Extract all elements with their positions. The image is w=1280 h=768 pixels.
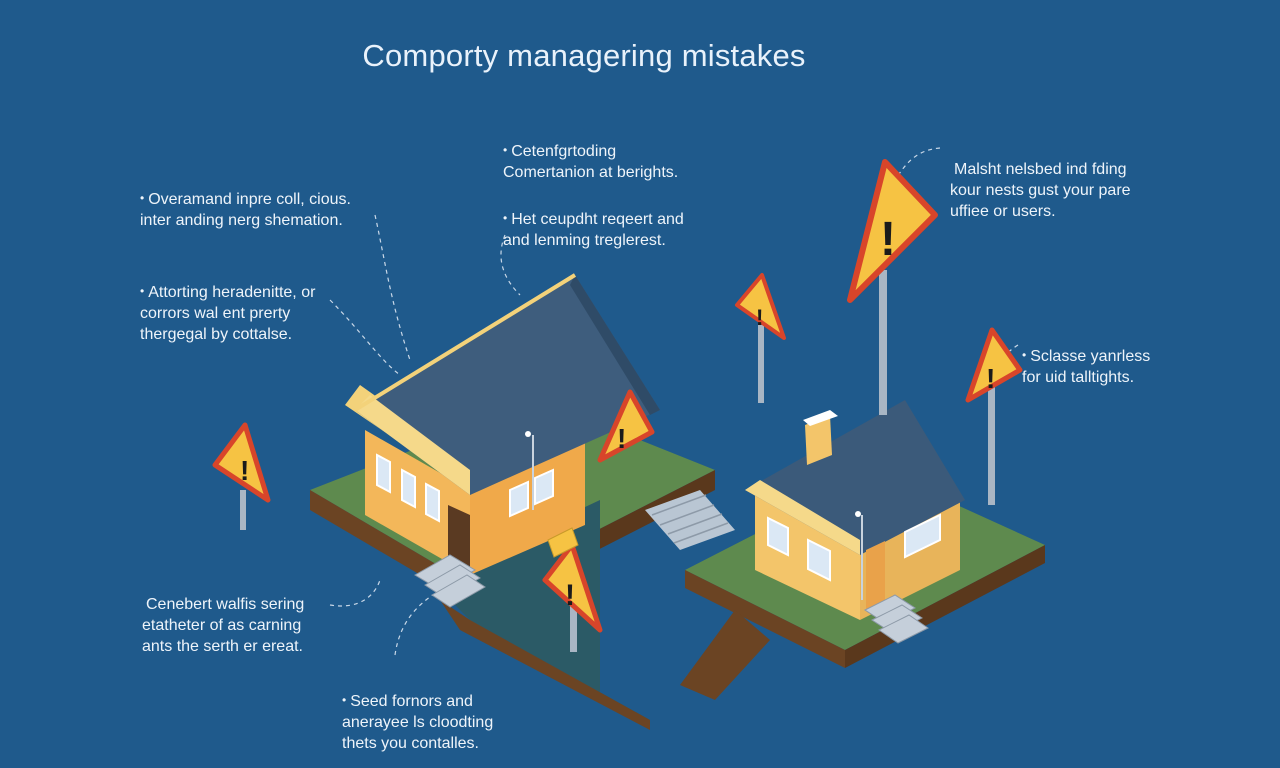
leader-line-6 xyxy=(329,579,381,607)
note-8-text: Seed fornors and anerayee ls cloodting t… xyxy=(342,693,494,752)
leader-line-3 xyxy=(500,234,521,296)
warning-sign-icon: ! xyxy=(542,542,603,652)
note-3-text: Cetenfgrtoding Comertanion at berights. xyxy=(503,143,679,181)
svg-text:!: ! xyxy=(565,579,575,612)
note-4-bullet: • xyxy=(503,211,508,225)
note-4-text: Het ceupdht reqeert and and lenming treg… xyxy=(503,211,684,249)
note-3-bullet: • xyxy=(503,143,508,157)
note-1-bullet: • xyxy=(140,191,145,205)
bench-icon xyxy=(547,527,579,558)
warning-sign-icon: ! xyxy=(735,273,786,403)
leader-line-2 xyxy=(329,299,401,376)
warning-sign-icon: ! xyxy=(847,159,938,415)
svg-text:!: ! xyxy=(617,423,626,454)
note-1: •Overamand inpre coll, cious. inter andi… xyxy=(140,167,351,231)
note-3: •Cetenfgrtoding Comertanion at berights. xyxy=(503,119,678,183)
bridge xyxy=(645,490,735,550)
page-title: Comporty managering mistakes xyxy=(362,38,806,73)
note-2-text: Attorting heradenitte, or corrors wal en… xyxy=(140,284,316,343)
svg-text:!: ! xyxy=(880,213,896,266)
note-8-bullet: • xyxy=(342,693,347,707)
right-house xyxy=(745,400,965,644)
note-8: •Seed fornors and anerayee ls cloodting … xyxy=(342,669,493,754)
svg-text:!: ! xyxy=(756,305,763,330)
leader-line-1 xyxy=(374,214,411,361)
note-1-text: Overamand inpre coll, cious. inter andin… xyxy=(140,191,351,229)
note-6-text: Sclasse yanrless for uid talltights. xyxy=(1022,348,1151,386)
warning-sign-icon: ! xyxy=(965,327,1023,505)
note-4: •Het ceupdht reqeert and and lenming tre… xyxy=(503,187,684,251)
note-7-text: Cenebert walfis sering etatheter of as c… xyxy=(142,596,305,655)
warning-signs: ! ! ! ! ! xyxy=(212,159,1023,652)
note-2-bullet: • xyxy=(140,284,145,298)
note-7: Cenebert walfis sering etatheter of as c… xyxy=(142,572,304,657)
leader-line-5 xyxy=(999,344,1019,361)
warning-sign-icon: ! xyxy=(597,389,655,463)
note-5-text: Malsht nelsbed ind fding kour nests gust… xyxy=(950,161,1131,220)
note-5: Malsht nelsbed ind fding kour nests gust… xyxy=(950,137,1131,222)
note-6: •Sclasse yanrless for uid talltights. xyxy=(1022,324,1150,388)
leader-line-4 xyxy=(894,147,941,181)
note-6-bullet: • xyxy=(1022,348,1027,362)
svg-text:!: ! xyxy=(986,363,995,394)
note-2: •Attorting heradenitte, or corrors wal e… xyxy=(140,260,315,345)
left-house xyxy=(345,273,660,608)
warning-sign-icon: ! xyxy=(212,422,271,530)
svg-text:!: ! xyxy=(240,455,249,486)
